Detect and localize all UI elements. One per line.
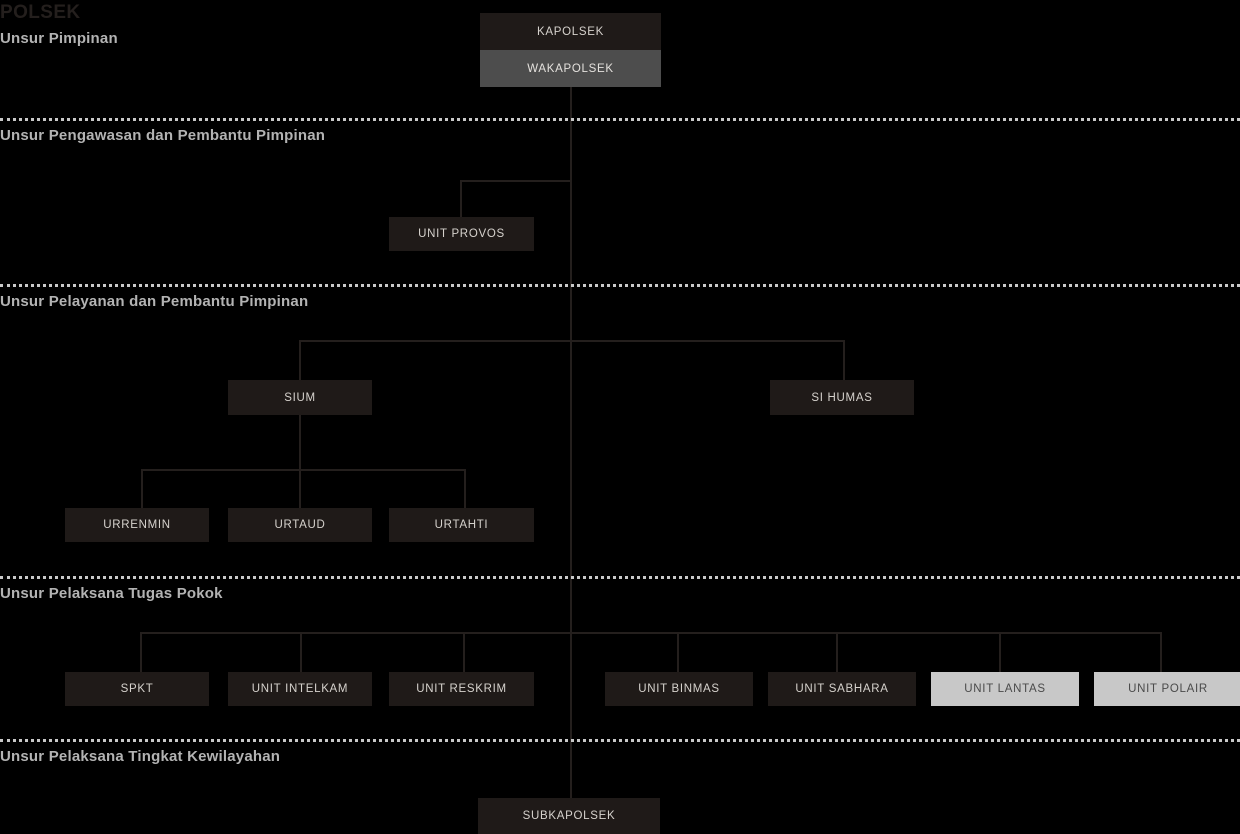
node-urtaud[interactable]: URTAUD xyxy=(228,508,372,542)
connector-unit-reskrim-drop xyxy=(463,632,465,672)
connector-unit-intelkam-drop xyxy=(300,632,302,672)
connector-spkt-drop xyxy=(140,632,142,672)
section-label-unsur-pelaksana-tugas: Unsur Pelaksana Tugas Pokok xyxy=(0,585,223,602)
connector-urtaud-drop xyxy=(299,469,301,508)
connector-pelaksana-bus xyxy=(140,632,1162,634)
connector-unit-lantas-drop xyxy=(999,632,1001,672)
connector-sium-stem xyxy=(299,415,301,470)
section-label-unsur-pelayanan: Unsur Pelayanan dan Pembantu Pimpinan xyxy=(0,293,309,310)
section-divider-3 xyxy=(0,576,1240,579)
section-label-unsur-pengawasan: Unsur Pengawasan dan Pembantu Pimpinan xyxy=(0,127,326,144)
connector-urtahti-drop xyxy=(464,469,466,508)
connector-urrenmin-drop xyxy=(141,469,143,508)
section-label-unsur-kewilayahan: Unsur Pelaksana Tingkat Kewilayahan xyxy=(0,748,281,765)
node-unit-intelkam[interactable]: UNIT INTELKAM xyxy=(228,672,372,706)
connector-unit-polair-drop xyxy=(1160,632,1162,672)
node-spkt[interactable]: SPKT xyxy=(65,672,209,706)
section-label-unsur-pimpinan: Unsur Pimpinan xyxy=(0,30,118,47)
node-unit-lantas[interactable]: UNIT LANTAS xyxy=(931,672,1079,706)
node-unit-reskrim[interactable]: UNIT RESKRIM xyxy=(389,672,534,706)
connector-unit-sabhara-drop xyxy=(836,632,838,672)
node-wakapolsek[interactable]: WAKAPOLSEK xyxy=(480,50,661,87)
connector-sium-children-bus xyxy=(141,469,466,471)
connector-unit-binmas-drop xyxy=(677,632,679,672)
node-unit-binmas[interactable]: UNIT BINMAS xyxy=(605,672,753,706)
connector-provos-drop xyxy=(460,180,462,217)
node-unit-polair[interactable]: UNIT POLAIR xyxy=(1094,672,1240,706)
connector-main-spine xyxy=(570,87,572,798)
node-unit-provos[interactable]: UNIT PROVOS xyxy=(389,217,534,251)
section-divider-4 xyxy=(0,739,1240,742)
node-urrenmin[interactable]: URRENMIN xyxy=(65,508,209,542)
connector-provos-horizontal xyxy=(460,180,571,182)
section-divider-1 xyxy=(0,118,1240,121)
node-si-humas[interactable]: SI HUMAS xyxy=(770,380,914,415)
node-kapolsek[interactable]: KAPOLSEK xyxy=(480,13,661,50)
connector-sium-drop xyxy=(299,340,301,381)
connector-si-humas-drop xyxy=(843,340,845,381)
connector-pelayanan-bus xyxy=(300,340,845,342)
node-unit-sabhara[interactable]: UNIT SABHARA xyxy=(768,672,916,706)
page-title: POLSEK xyxy=(0,2,81,23)
node-subkapolsek[interactable]: SUBKAPOLSEK xyxy=(478,798,660,834)
node-urtahti[interactable]: URTAHTI xyxy=(389,508,534,542)
node-sium[interactable]: SIUM xyxy=(228,380,372,415)
section-divider-2 xyxy=(0,284,1240,287)
